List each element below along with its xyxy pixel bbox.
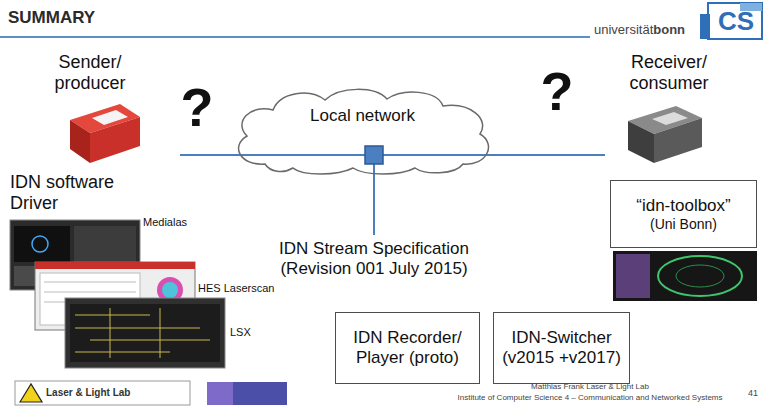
receiver-device bbox=[628, 121, 654, 163]
lab-logo bbox=[15, 381, 190, 405]
tool-box: IDN Recorder/ Player (proto) bbox=[335, 312, 480, 384]
box-title: IDN Recorder/ Player (proto) bbox=[344, 328, 471, 367]
logo-text: CS bbox=[712, 7, 760, 37]
receiver-device bbox=[654, 118, 702, 163]
tool-box: IDN-Switcher (v2015 +v2017) bbox=[493, 312, 630, 384]
logo-block bbox=[700, 14, 710, 39]
logo-frame bbox=[708, 3, 762, 39]
role-heading: Sender/ producer bbox=[35, 52, 145, 93]
logo-text: bonn bbox=[653, 22, 685, 37]
device-label bbox=[652, 112, 688, 125]
header-rule bbox=[0, 36, 590, 38]
screenshot-caption: HES Laserscan bbox=[198, 282, 293, 295]
screenshot-panel bbox=[14, 226, 70, 262]
question-mark: ? bbox=[532, 64, 582, 118]
logo-text: Laser & Light Lab bbox=[46, 387, 186, 399]
screenshot-caption: LSX bbox=[230, 326, 270, 339]
box-title: Local network bbox=[310, 106, 415, 126]
network-line bbox=[180, 154, 605, 156]
screenshot-detail bbox=[32, 236, 48, 252]
screenshot-detail bbox=[75, 308, 210, 358]
cloud-outline bbox=[225, 84, 500, 176]
screenshot-bar bbox=[35, 262, 195, 269]
drop-line bbox=[373, 164, 375, 235]
network-junction bbox=[365, 146, 383, 164]
spec-label: IDN Stream Specification (Revision 001 J… bbox=[255, 239, 493, 278]
slide-title: SUMMARY bbox=[8, 8, 95, 28]
laser-warning-sign bbox=[20, 384, 42, 402]
cloud-outline bbox=[239, 89, 489, 174]
screenshot-panel bbox=[74, 226, 136, 262]
partner-logo bbox=[207, 382, 233, 405]
screenshot-detail bbox=[44, 292, 136, 293]
page-number: 41 bbox=[742, 388, 764, 398]
screenshot-detail bbox=[676, 265, 724, 287]
footer-text: Institute of Computer Science 4 – Commun… bbox=[440, 393, 740, 402]
university-logo: universitätbonn bbox=[594, 20, 685, 38]
sender-device bbox=[90, 117, 140, 163]
box-title: “idn-toolbox” bbox=[636, 196, 731, 216]
color-wheel bbox=[162, 282, 178, 298]
question-mark: ? bbox=[172, 80, 222, 134]
partner-logo bbox=[207, 382, 287, 405]
section-heading: IDN software Driver bbox=[10, 172, 145, 213]
device-label bbox=[92, 110, 128, 125]
screenshot-detail bbox=[658, 256, 742, 296]
box-title: IDN-Switcher (v2015 +v2017) bbox=[502, 328, 621, 367]
sender-device bbox=[70, 120, 90, 163]
logo-text: universität bbox=[594, 22, 653, 37]
toolbox-screenshot bbox=[613, 251, 757, 301]
screenshot-caption: Medialas bbox=[143, 216, 213, 229]
role-heading: Receiver/ consumer bbox=[608, 52, 730, 93]
box-subtitle: (Uni Bonn) bbox=[650, 216, 717, 232]
network-cloud: Local network bbox=[225, 84, 500, 176]
software-screenshot bbox=[65, 298, 225, 368]
screenshot-panel bbox=[616, 254, 650, 298]
screenshot-detail bbox=[44, 282, 136, 283]
screenshot-panel bbox=[70, 304, 220, 362]
tool-box: “idn-toolbox”(Uni Bonn) bbox=[610, 180, 757, 248]
